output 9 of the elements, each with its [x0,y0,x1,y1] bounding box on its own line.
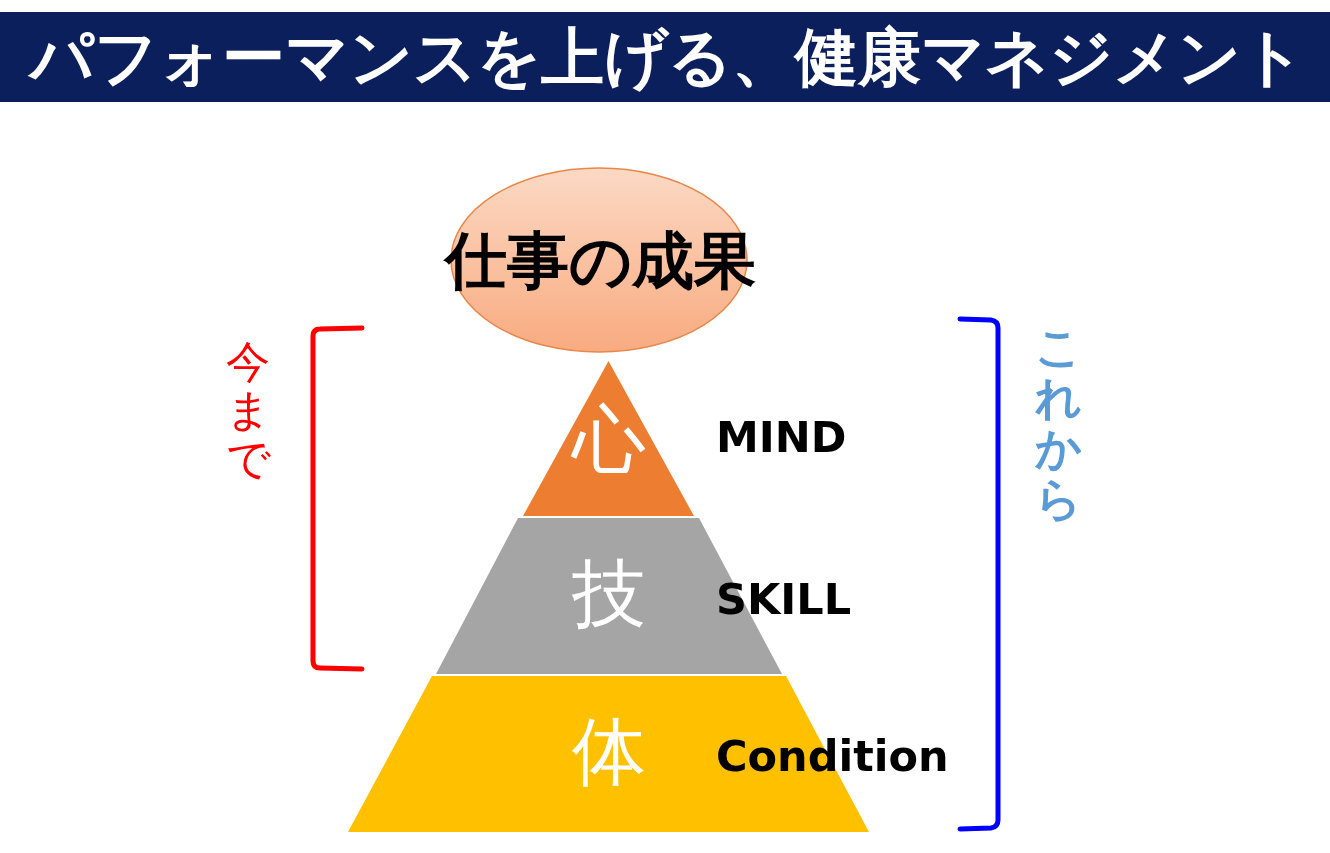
ellipse-label: 仕事の成果 [444,226,756,296]
tier-caption: SKILL [716,578,852,621]
vertical-label: 今まで [226,338,270,484]
tier-caption: MIND [716,416,847,459]
vertical-label: これから [1035,322,1081,525]
tier-label: 技 [572,553,646,635]
pyramid-top-tier [523,361,694,516]
tier-label: 心 [571,398,646,481]
tier-label: 体 [571,711,646,793]
